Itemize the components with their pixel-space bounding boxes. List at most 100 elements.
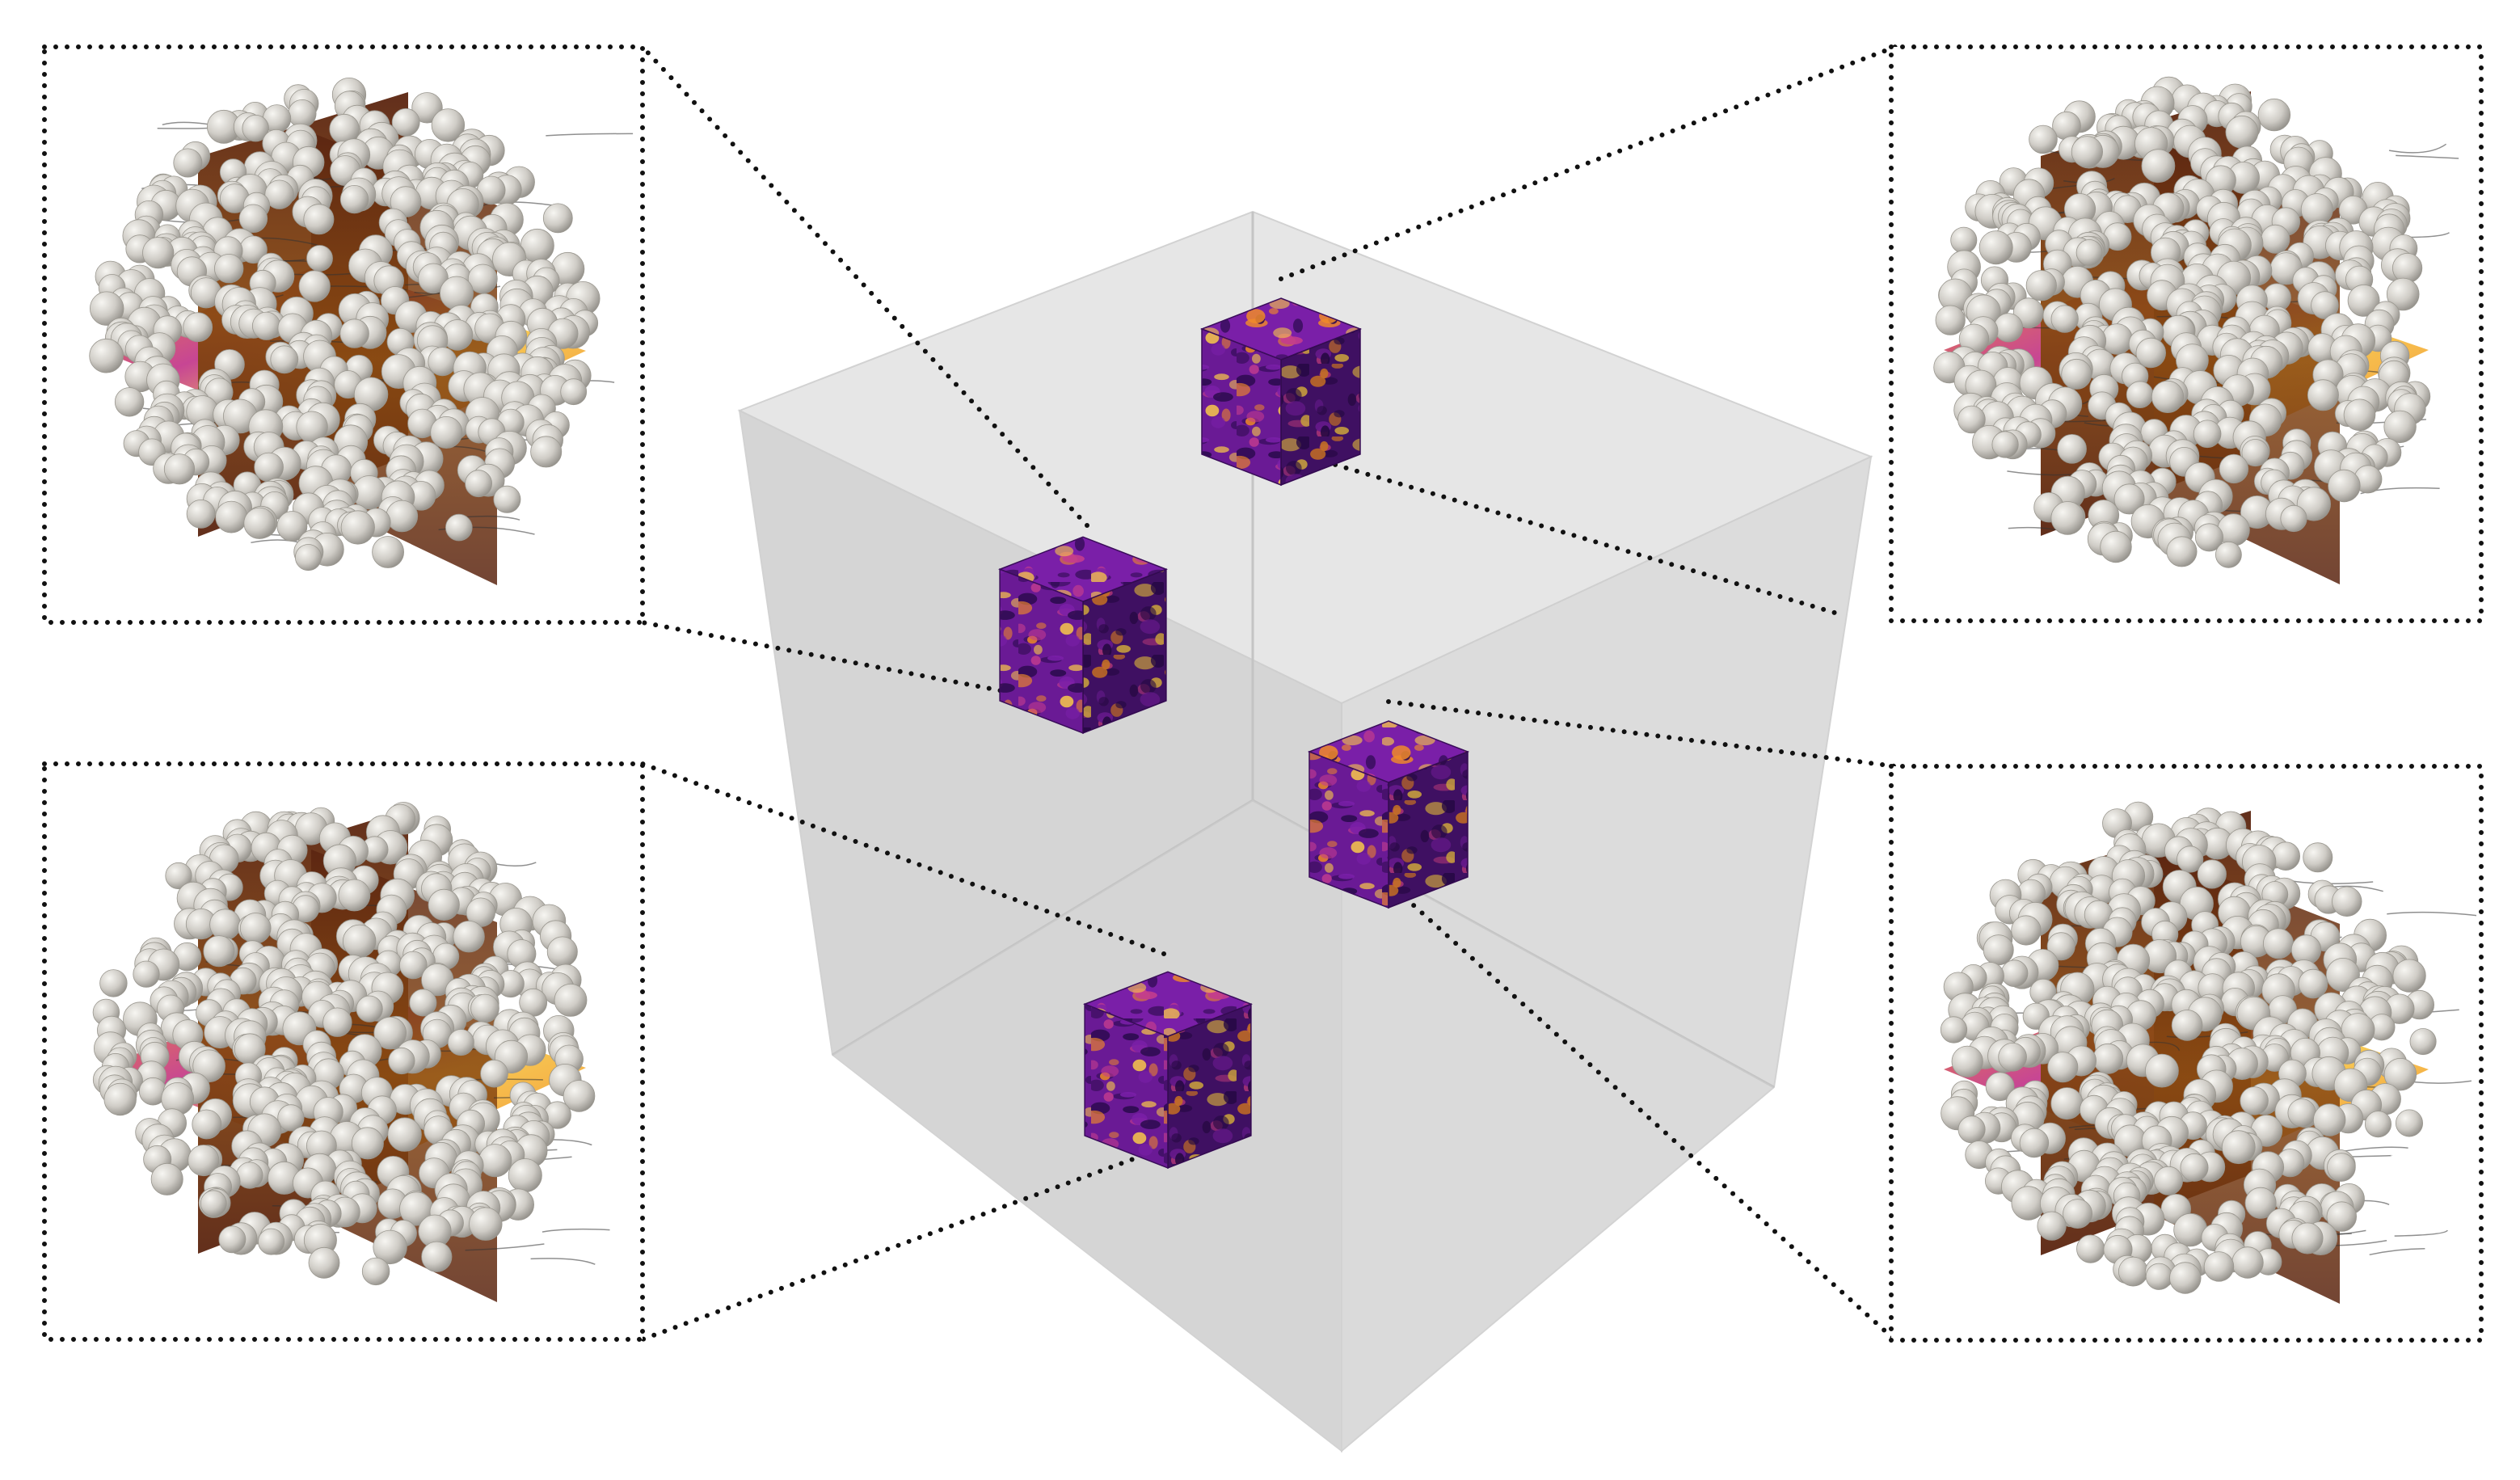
subcube-upper-left-right-shade	[1083, 569, 1166, 733]
sphere-icon	[2076, 1234, 2105, 1263]
particle-trajectory	[2369, 1247, 2425, 1256]
sphere-icon	[2011, 915, 2042, 946]
subcube-middle-right	[1307, 720, 1470, 909]
particle-trajectory	[542, 1228, 610, 1233]
sphere-icon	[2225, 115, 2259, 149]
sphere-icon	[338, 879, 371, 912]
sphere-icon	[1998, 1043, 2027, 1072]
particle-trajectory	[465, 1243, 545, 1251]
sphere-icon	[2303, 842, 2333, 873]
sphere-icon	[530, 436, 563, 468]
sphere-icon	[2383, 1057, 2417, 1091]
domain-cube-bottom-face	[832, 800, 1774, 1451]
inset-panel-top-left	[42, 44, 645, 625]
sphere-icon	[388, 1047, 415, 1075]
sphere-icon	[99, 969, 128, 997]
connector-lines	[640, 44, 1898, 1343]
sphere-icon	[542, 203, 573, 234]
sphere-icon	[2328, 469, 2361, 503]
subcube-upper-back-right-face	[1280, 327, 1361, 487]
sphere-icon	[478, 1144, 512, 1178]
domain-hidden-edge	[832, 799, 1254, 1056]
sphere-icon	[2063, 1199, 2093, 1229]
sphere-icon	[236, 1162, 263, 1189]
sphere-icon	[2151, 380, 2185, 413]
sphere-icon	[183, 312, 213, 343]
sphere-icon	[188, 1145, 220, 1177]
sphere-icon	[2298, 968, 2328, 999]
sphere-icon	[2364, 1111, 2391, 1138]
sphere-icon	[356, 995, 383, 1023]
sphere-icon	[2019, 1128, 2050, 1158]
particle-trajectory	[530, 1258, 596, 1265]
sphere-icon	[361, 1257, 390, 1286]
sphere-icon	[203, 935, 235, 968]
sphere-icon	[2231, 1246, 2264, 1279]
sphere-icon	[214, 254, 244, 284]
sphere-icon	[277, 1104, 305, 1132]
connector-line-lower-front-1	[640, 1145, 1166, 1342]
sphere-icon	[239, 913, 272, 944]
sphere-icon	[2037, 1211, 2067, 1241]
particle-trajectory	[2396, 154, 2459, 159]
sphere-icon	[343, 924, 377, 959]
sphere-icon	[351, 1127, 384, 1160]
sphere-icon	[2409, 1028, 2437, 1056]
sphere-icon	[2075, 239, 2103, 266]
sphere-icon	[445, 513, 473, 542]
sphere-icon	[2071, 136, 2103, 168]
sphere-icon	[2327, 1153, 2356, 1182]
sphere-icon	[288, 99, 317, 129]
sphere-icon	[2219, 453, 2249, 484]
particle-trajectory	[546, 133, 634, 137]
sphere-icon	[2118, 1256, 2148, 1287]
sphere-icon	[2386, 277, 2420, 311]
sphere-icon	[340, 510, 375, 545]
sphere-icon	[465, 470, 492, 498]
sphere-icon	[373, 1016, 407, 1050]
sphere-icon	[2291, 1222, 2324, 1254]
sphere-icon	[2257, 98, 2291, 132]
inset-panel-bottom-left	[42, 761, 645, 1342]
inset-content-bottom-left	[92, 802, 610, 1302]
sphere-icon	[200, 1190, 227, 1217]
particle-trajectory	[2387, 911, 2476, 917]
sphere-icon	[2287, 1098, 2316, 1128]
sphere-icon	[242, 114, 269, 142]
sphere-icon	[238, 204, 268, 233]
sphere-icon	[546, 936, 578, 968]
sphere-icon	[493, 485, 521, 513]
connector-line-upper-back-0	[1279, 44, 1898, 281]
sphere-icon	[469, 1207, 503, 1241]
sphere-icon	[1993, 313, 2024, 343]
sphere-icon	[2271, 841, 2301, 871]
sphere-icon	[2050, 1087, 2084, 1120]
subcube-lower-front-right-shade	[1168, 1004, 1251, 1168]
subcube-upper-back-right-shade	[1281, 329, 1360, 485]
sphere-icon	[1983, 934, 2014, 966]
inset-content-top-left	[89, 77, 634, 585]
sphere-icon	[2100, 530, 2132, 563]
sphere-icon	[209, 909, 242, 941]
sphere-icon	[339, 318, 369, 348]
sphere-icon	[2214, 541, 2242, 568]
sphere-icon	[2171, 1010, 2203, 1041]
sphere-icon	[447, 1029, 474, 1056]
subcube-lower-front	[1083, 971, 1253, 1169]
sphere-icon	[563, 1080, 596, 1112]
sphere-icon	[276, 511, 308, 542]
sphere-icon	[2061, 358, 2092, 390]
sphere-icon	[1935, 305, 1966, 335]
sphere-icon	[173, 148, 203, 178]
sphere-icon	[430, 416, 463, 449]
sphere-icon	[1957, 1115, 1986, 1144]
sphere-icon	[2092, 1043, 2124, 1074]
sphere-icon	[165, 862, 192, 890]
sphere-icon	[387, 1117, 422, 1152]
sphere-icon	[2221, 1130, 2256, 1165]
sphere-icon	[89, 291, 124, 326]
sphere-icon	[2194, 523, 2223, 552]
sphere-icon	[386, 500, 419, 533]
sphere-icon	[2050, 501, 2085, 535]
sphere-icon	[480, 1059, 508, 1088]
